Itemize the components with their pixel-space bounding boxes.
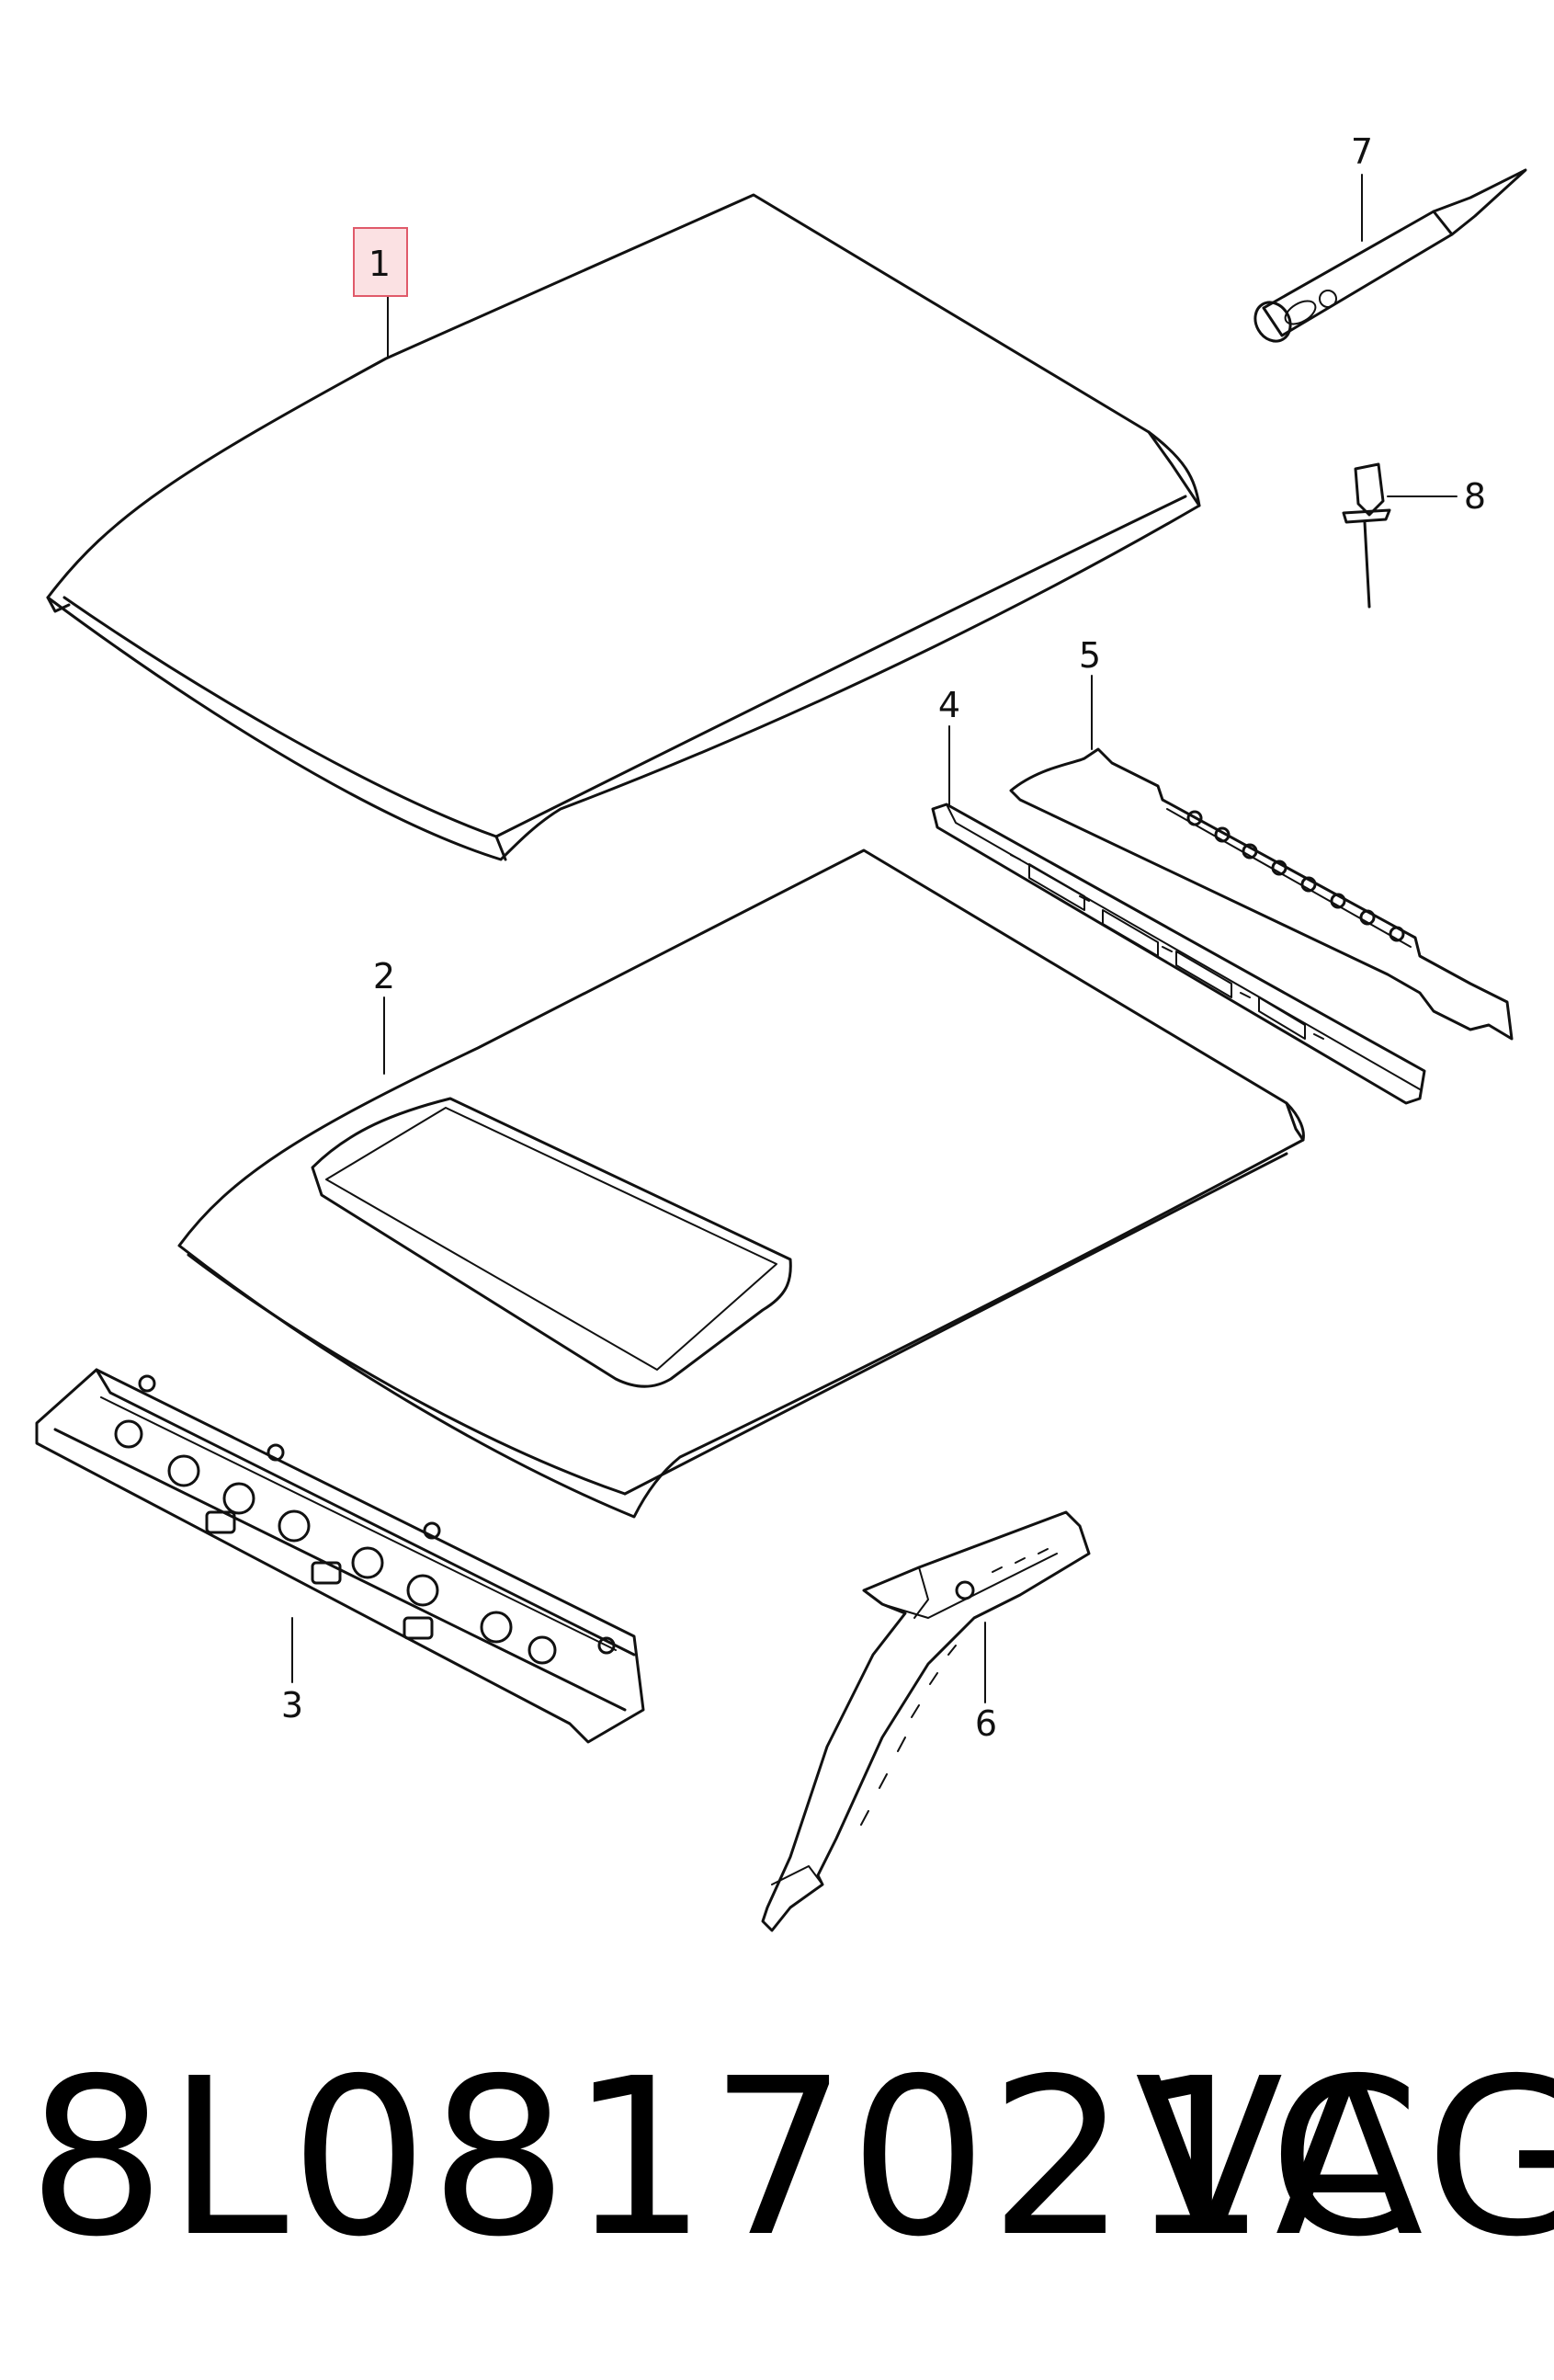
callout-5-label[interactable]: 5 xyxy=(1079,635,1101,676)
callout-1-label[interactable]: 1 xyxy=(369,244,391,284)
a-pillar-part xyxy=(761,1510,1091,1932)
brand-name: VAG xyxy=(1135,2032,1554,2284)
callout-1-highlight-box xyxy=(353,227,408,297)
callout-2-label[interactable]: 2 xyxy=(373,956,395,996)
part-number: 8L0817021C xyxy=(28,2032,1423,2284)
callout-4-label[interactable]: 4 xyxy=(938,685,960,725)
roof-panel-sunroof-part xyxy=(177,848,1305,1519)
blind-rivet-part xyxy=(1342,462,1391,609)
callout-3-label[interactable]: 3 xyxy=(281,1685,303,1725)
roof-side-rail-inner-part xyxy=(931,803,1426,1105)
front-crossmember-part xyxy=(35,1368,645,1744)
adhesive-cartridge-part xyxy=(1253,168,1527,343)
callout-8-label[interactable]: 8 xyxy=(1464,476,1486,517)
roof-panel-part xyxy=(46,193,1201,861)
callout-7-label[interactable]: 7 xyxy=(1351,131,1373,172)
leader-lines xyxy=(291,174,1458,1703)
callout-6-label[interactable]: 6 xyxy=(975,1703,997,1744)
roof-side-rail-outer-part xyxy=(1009,747,1514,1041)
